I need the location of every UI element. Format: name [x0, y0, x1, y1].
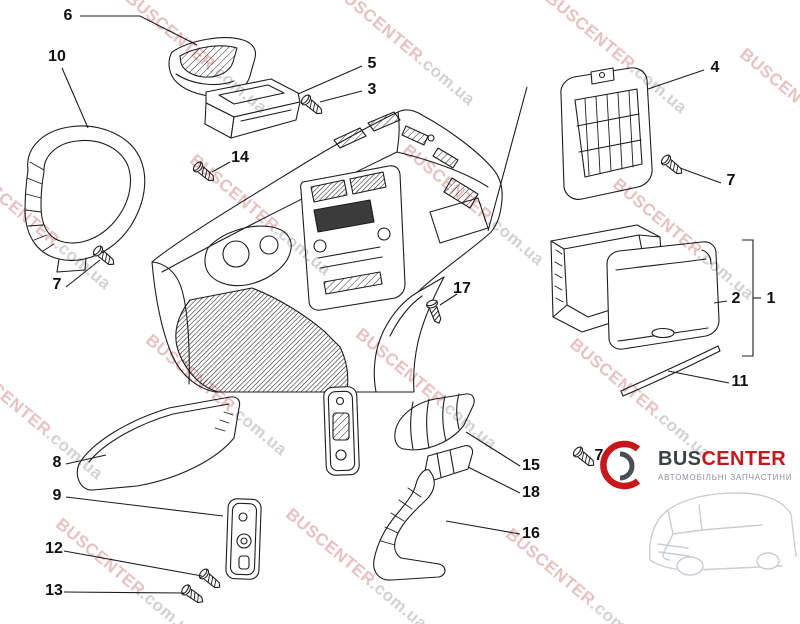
part-callout-4[interactable]: 4 — [710, 59, 720, 76]
part-callout-12[interactable]: 12 — [45, 540, 63, 557]
part-callout-17[interactable]: 17 — [453, 280, 471, 297]
part-callout-7[interactable]: 7 — [594, 447, 604, 464]
part-center-vent-bezel — [560, 67, 653, 200]
part-center-bracket — [323, 386, 360, 476]
part-display-bezel — [204, 78, 301, 139]
center-stack — [300, 165, 406, 311]
logo-brand-dark: BUS — [658, 448, 702, 470]
part-callout-10[interactable]: 10 — [48, 48, 66, 65]
part-callout-11[interactable]: 11 — [731, 373, 749, 390]
part-callout-8[interactable]: 8 — [52, 454, 62, 471]
part-upper-storage-lid — [168, 37, 257, 97]
part-callout-18[interactable]: 18 — [522, 484, 540, 501]
logo-brand-red: CENTER — [701, 448, 787, 470]
part-air-duct-lower — [373, 469, 446, 581]
part-glovebox-lid — [606, 241, 720, 350]
part-callout-15[interactable]: 15 — [522, 457, 540, 474]
part-callout-13[interactable]: 13 — [45, 582, 63, 599]
buscenter-logo: BUSCENTER АВТОМОБІЛЬНІ ЗАПЧАСТИНИ — [598, 436, 792, 494]
part-mount-bracket — [225, 498, 262, 580]
part-callout-5[interactable]: 5 — [367, 55, 377, 72]
logo-tagline: АВТОМОБІЛЬНІ ЗАПЧАСТИНИ — [658, 473, 793, 482]
part-callout-6[interactable]: 6 — [63, 7, 73, 24]
logo-text-block: BUSCENTER АВТОМОБІЛЬНІ ЗАПЧАСТИНИ — [658, 448, 792, 482]
part-callout-2[interactable]: 2 — [731, 290, 741, 307]
part-callout-1[interactable]: 1 — [766, 290, 776, 307]
part-callout-9[interactable]: 9 — [52, 487, 62, 504]
van-sketch — [648, 492, 797, 576]
part-callout-7[interactable]: 7 — [52, 276, 62, 293]
part-air-duct-upper — [394, 393, 475, 451]
part-callout-14[interactable]: 14 — [231, 149, 249, 166]
buscenter-logo-icon — [600, 440, 641, 490]
part-callout-16[interactable]: 16 — [522, 525, 540, 542]
part-callout-7[interactable]: 7 — [726, 172, 736, 189]
part-callout-3[interactable]: 3 — [367, 81, 377, 98]
logo-wordmark: BUSCENTER — [658, 448, 792, 470]
